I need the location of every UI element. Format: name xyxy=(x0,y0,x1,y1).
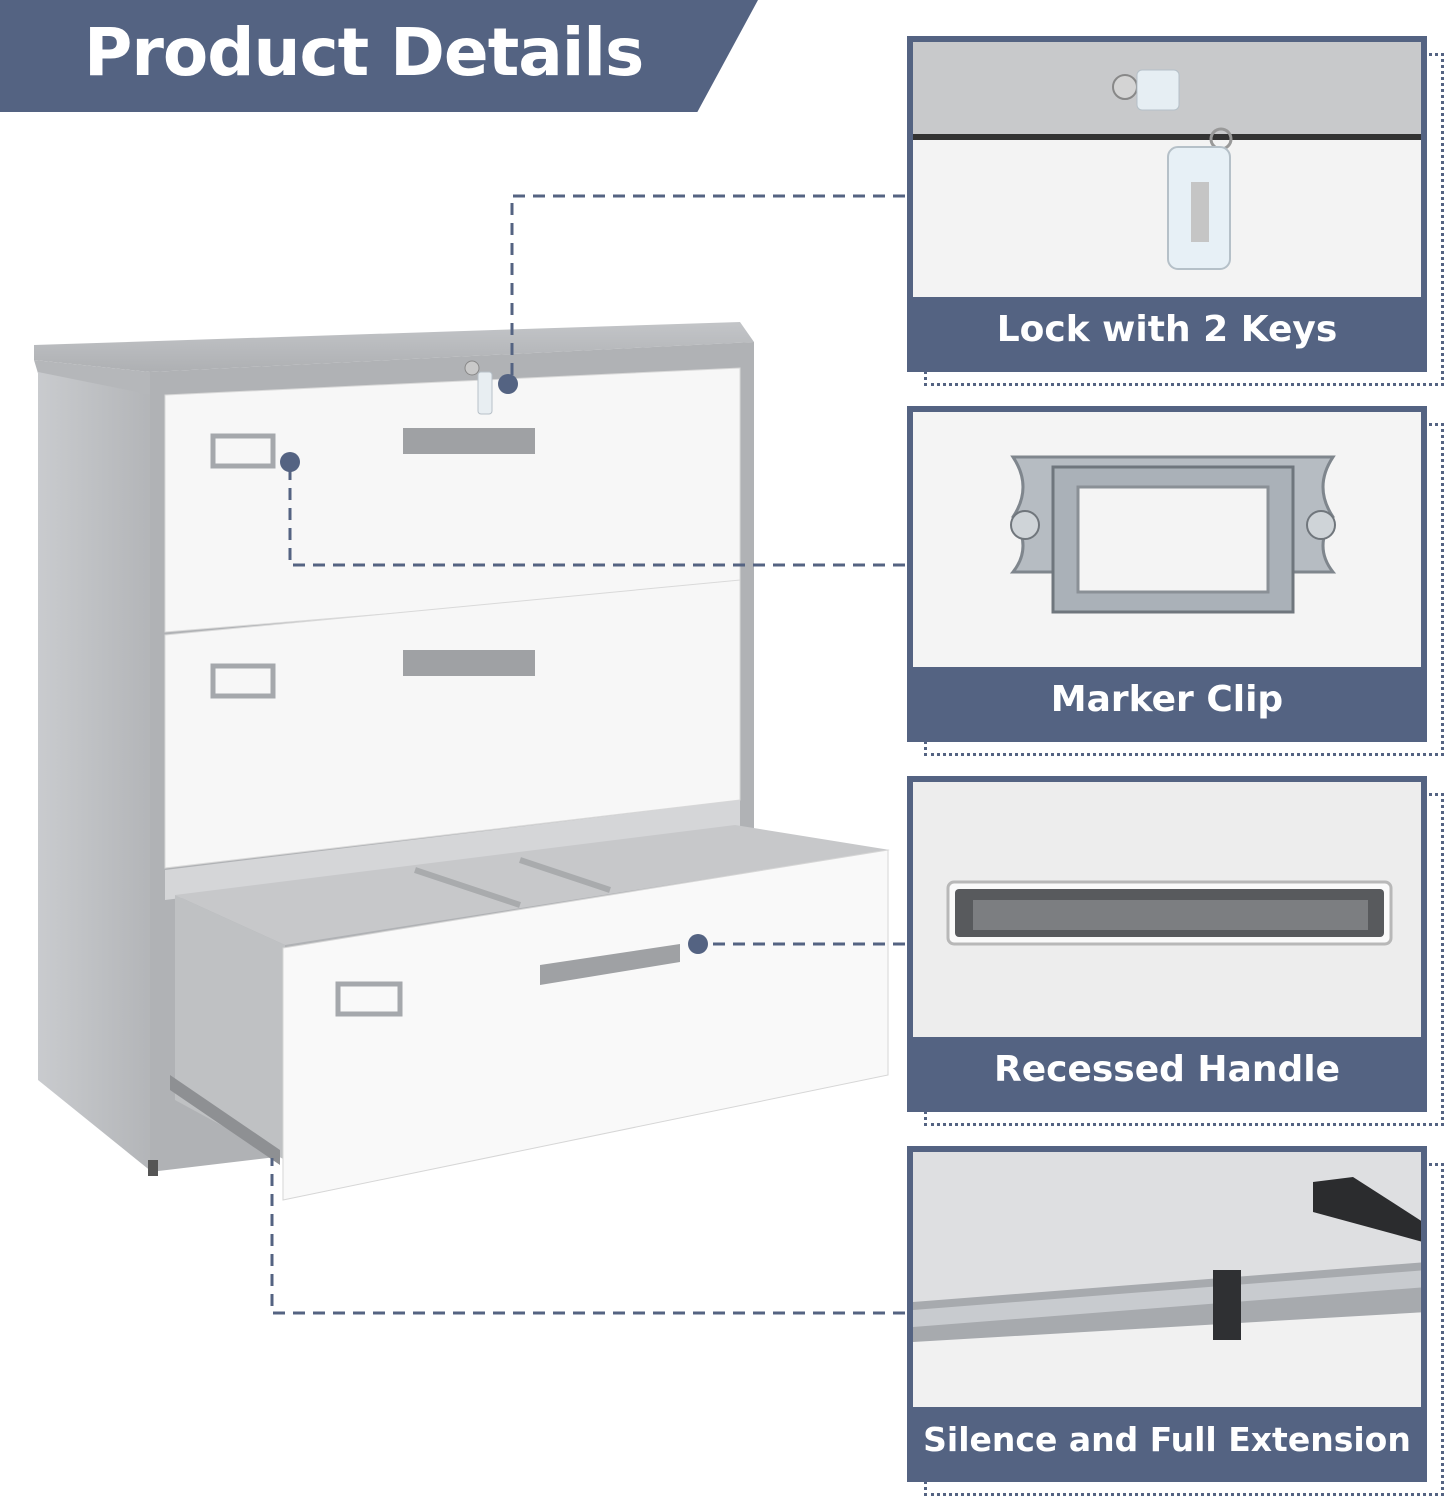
feature-label-slide: Silence and Full Extension xyxy=(923,1420,1411,1459)
feature-panel-slide: Silence and Full Extension xyxy=(907,1146,1427,1482)
feature-panel-marker: Marker Clip xyxy=(907,406,1427,742)
feature-label-lock: Lock with 2 Keys xyxy=(996,309,1338,350)
feature-label-marker: Marker Clip xyxy=(1050,679,1284,720)
drawer-slide-icon xyxy=(913,1152,1421,1407)
recessed-handle-icon xyxy=(946,880,1393,946)
feature-label-handle: Recessed Handle xyxy=(993,1049,1341,1090)
lock-key-icon xyxy=(913,42,1421,297)
page-title: Product Details xyxy=(84,14,644,91)
label-holder-icon xyxy=(1009,455,1337,614)
lock-photo xyxy=(913,42,1421,297)
marker-clip-photo xyxy=(913,412,1421,667)
feature-panel-lock: Lock with 2 Keys xyxy=(907,36,1427,372)
feature-panel-handle: Recessed Handle xyxy=(907,776,1427,1112)
title-banner xyxy=(0,0,758,112)
recessed-handle-photo xyxy=(913,782,1421,1037)
drawer-slide-photo xyxy=(913,1152,1421,1407)
